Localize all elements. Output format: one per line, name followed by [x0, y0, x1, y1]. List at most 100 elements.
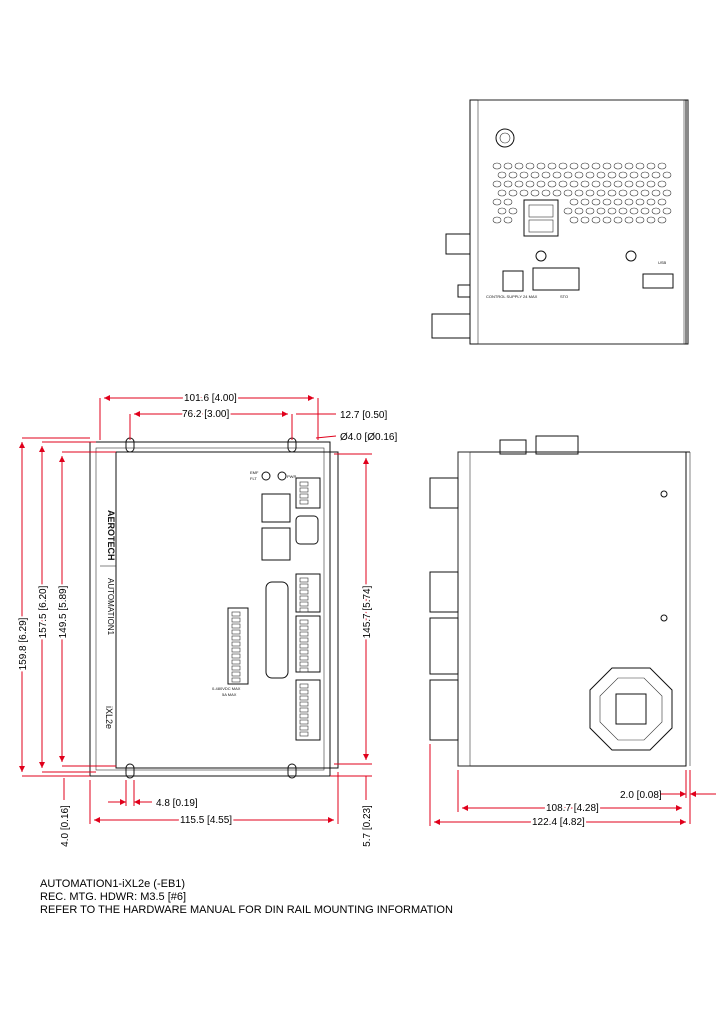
vent-hole	[635, 198, 645, 206]
vent-hole	[635, 216, 645, 224]
vent-hole	[651, 207, 661, 215]
vent-hole	[646, 216, 656, 224]
terminal-pin	[231, 677, 241, 683]
dimension-labels: 101.6 [4.00] 76.2 [3.00] 12.7 [0.50] Ø4.…	[16, 391, 662, 847]
terminal-pin	[299, 695, 309, 701]
vent-hole	[662, 171, 672, 179]
terminal-pin	[231, 659, 241, 665]
current-label: 5A MAX	[222, 692, 237, 697]
terminal-pin	[299, 719, 309, 725]
vent-hole	[618, 207, 628, 215]
terminal-pin	[231, 611, 241, 617]
terminal-pin	[299, 589, 309, 595]
vent-hole	[580, 198, 590, 206]
vent-hole	[585, 171, 595, 179]
vent-hole	[657, 180, 667, 188]
vent-hole	[591, 216, 601, 224]
terminal-pin	[299, 631, 309, 637]
vent-hole	[662, 207, 672, 215]
terminal-pin	[231, 671, 241, 677]
emf-led-label: EMF	[250, 470, 259, 475]
vent-hole	[640, 207, 650, 215]
vent-hole	[519, 171, 529, 179]
dim-4-0: 4.0 [0.16]	[60, 805, 71, 847]
terminal-pin	[299, 481, 309, 487]
dim-hole-dia: Ø4.0 [Ø0.16]	[340, 432, 397, 443]
vent-hole	[492, 162, 502, 170]
vent-hole	[651, 189, 661, 197]
vent-hole	[618, 189, 628, 197]
dim-115-5: 115.5 [4.55]	[180, 815, 232, 826]
front-view: AEROTECH AUTOMATION1 iXL2e EMF FLT PWR 0…	[89, 437, 339, 779]
vent-hole	[514, 162, 524, 170]
vent-hole	[558, 180, 568, 188]
vent-hole	[662, 189, 672, 197]
product-name: AUTOMATION1	[106, 578, 115, 636]
vent-hole	[602, 162, 612, 170]
vent-hole	[624, 162, 634, 170]
vent-hole	[558, 162, 568, 170]
vent-hole	[552, 171, 562, 179]
vent-hole	[574, 171, 584, 179]
control-supply-label: CONTROL SUPPLY 24 MAX	[486, 294, 538, 299]
vent-hole	[508, 189, 518, 197]
terminal-pin	[299, 643, 309, 649]
vent-hole	[541, 171, 551, 179]
vent-hole	[503, 162, 513, 170]
vent-hole	[596, 189, 606, 197]
flt-led-label: FLT	[250, 476, 257, 481]
terminal-pin	[299, 577, 309, 583]
note-din-rail: REFER TO THE HARDWARE MANUAL FOR DIN RAI…	[40, 904, 453, 916]
vent-hole	[536, 162, 546, 170]
vent-hole	[602, 198, 612, 206]
terminal-pin	[231, 623, 241, 629]
terminal-pin	[299, 725, 309, 731]
vent-hole	[635, 180, 645, 188]
vent-hole	[497, 189, 507, 197]
terminal-pin	[299, 701, 309, 707]
side-view	[429, 435, 691, 767]
vent-hole	[580, 216, 590, 224]
vent-hole	[563, 207, 573, 215]
vent-hole	[569, 162, 579, 170]
vent-hole	[613, 198, 623, 206]
vent-hole	[569, 180, 579, 188]
terminal-pin	[299, 713, 309, 719]
sto-label-top: STO	[560, 294, 568, 299]
terminal-pin	[299, 731, 309, 737]
vent-hole	[492, 216, 502, 224]
vent-hole	[530, 189, 540, 197]
vent-hole	[646, 198, 656, 206]
vent-hole	[640, 171, 650, 179]
dim-122-4: 122.4 [4.82]	[532, 817, 585, 828]
vent-hole	[618, 171, 628, 179]
vent-hole	[552, 189, 562, 197]
vent-hole	[646, 180, 656, 188]
vent-hole	[646, 162, 656, 170]
terminal-pin	[231, 665, 241, 671]
vent-hole	[536, 180, 546, 188]
vent-hole	[569, 216, 579, 224]
terminal-pin	[299, 649, 309, 655]
terminal-pin	[299, 607, 309, 613]
note-mounting-hardware: REC. MTG. HDWR: M3.5 [#6]	[40, 891, 187, 903]
vent-hole	[497, 207, 507, 215]
vent-hole	[629, 207, 639, 215]
terminal-pins-front	[231, 481, 309, 737]
top-view: USB STO CONTROL SUPPLY 24 MAX	[431, 99, 689, 345]
terminal-pin	[231, 617, 241, 623]
vent-hole	[602, 180, 612, 188]
dim-12-7: 12.7 [0.50]	[340, 410, 387, 421]
terminal-pin	[299, 655, 309, 661]
voltage-label: 0-480VDC MAX	[212, 686, 241, 691]
pwr-led-label: PWR	[287, 474, 296, 479]
vent-hole	[607, 189, 617, 197]
vent-hole	[596, 171, 606, 179]
vent-hole	[602, 216, 612, 224]
dim-5-7: 5.7 [0.23]	[362, 805, 373, 847]
vent-hole	[613, 216, 623, 224]
vent-hole	[624, 180, 634, 188]
vent-hole	[651, 171, 661, 179]
vent-hole	[657, 216, 667, 224]
vent-hole	[607, 207, 617, 215]
